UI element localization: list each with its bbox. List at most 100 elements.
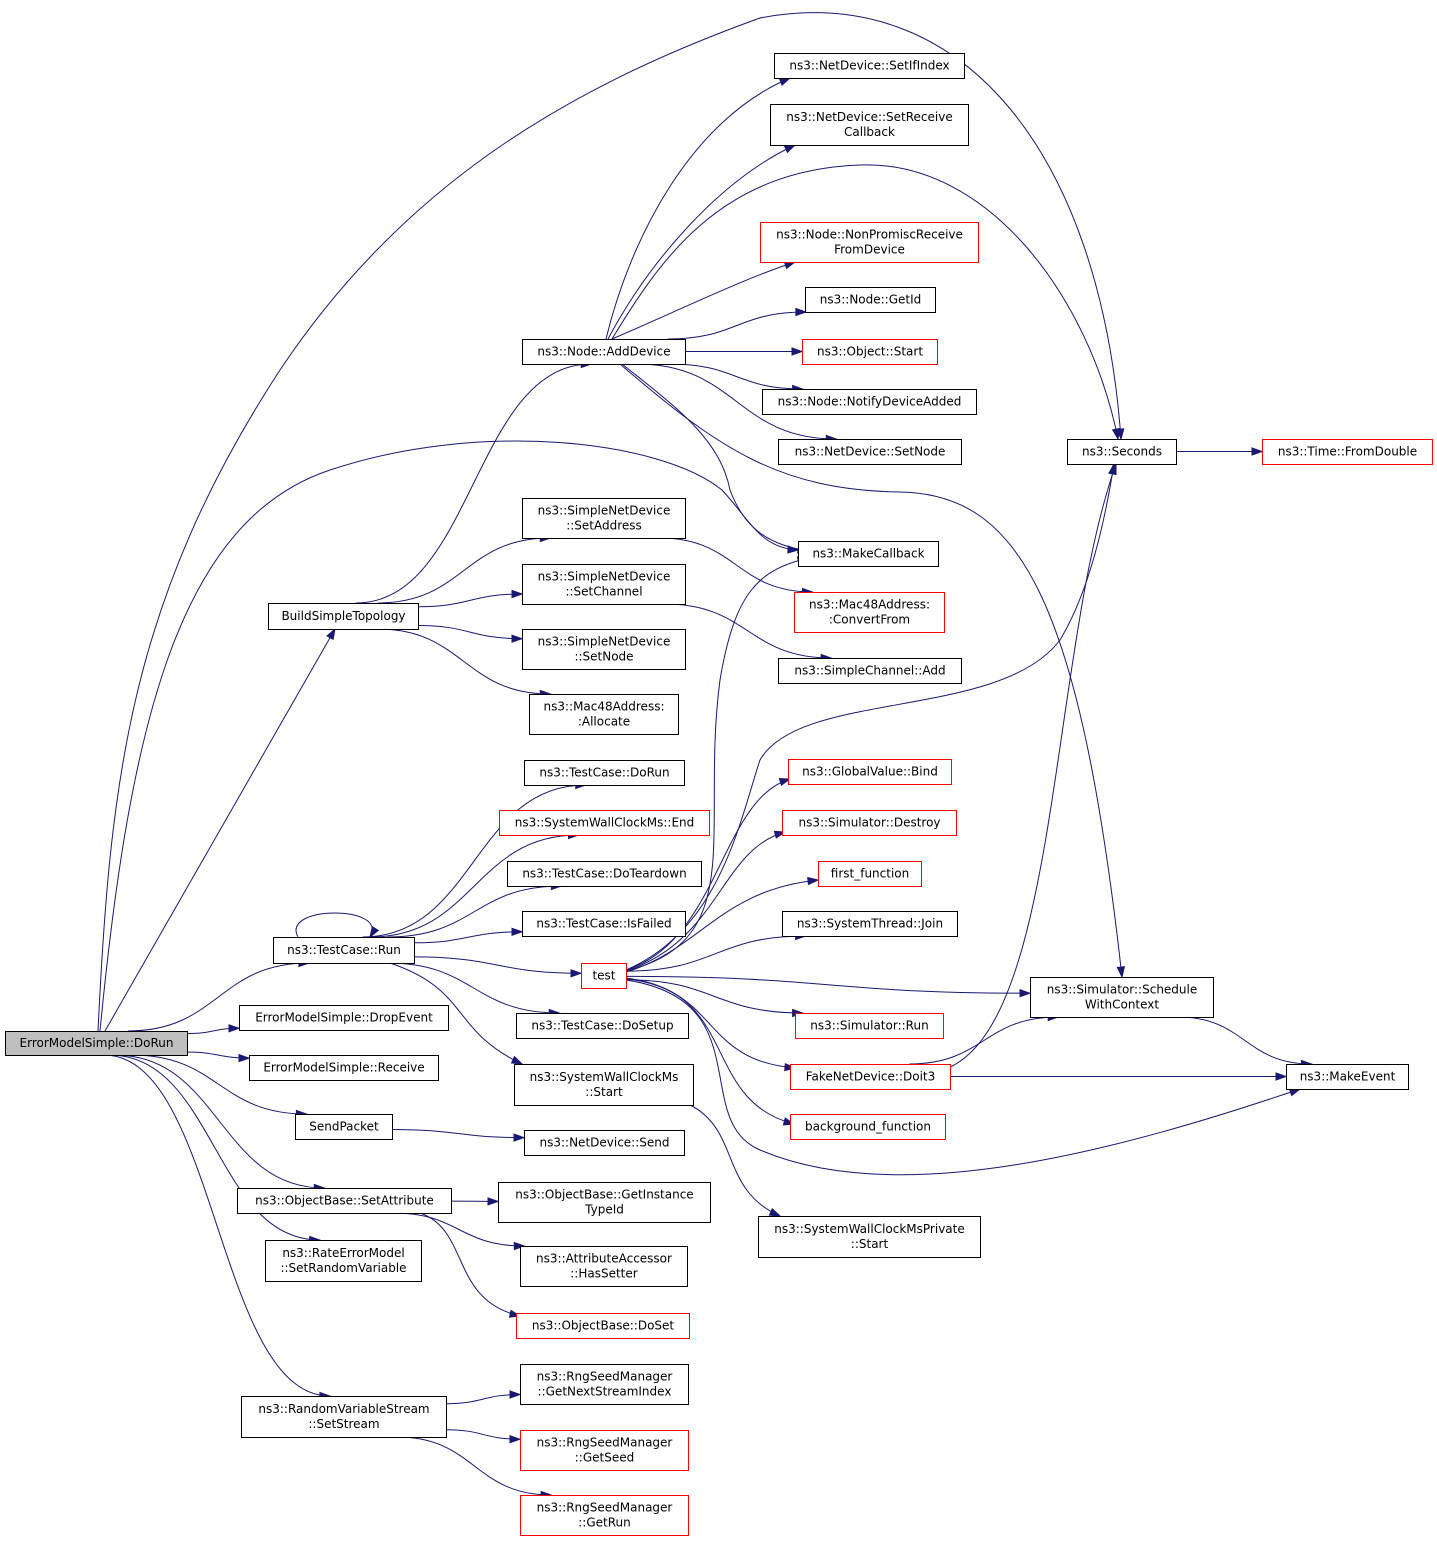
edge-tcRun-to-test — [413, 956, 583, 978]
edge-schedCtx-to-makeEvent — [1178, 1016, 1314, 1069]
node-ndSend[interactable]: ns3::NetDevice::Send — [524, 1130, 685, 1156]
node-tcFailed[interactable]: ns3::TestCase::IsFailed — [522, 911, 686, 937]
node-setNode[interactable]: ns3::NetDevice::SetNode — [778, 439, 962, 465]
edge-root-to-buildTopo — [104, 627, 336, 1032]
node-label: ns3::GlobalValue::Bind — [802, 765, 938, 779]
node-label: ns3::ObjectBase::GetInstance — [515, 1188, 693, 1202]
node-label: ErrorModelSimple::Receive — [263, 1061, 424, 1075]
node-label: ns3::NetDevice::SetIfIndex — [789, 59, 949, 73]
node-label: ns3::ObjectBase::DoSet — [532, 1319, 675, 1333]
node-objStart[interactable]: ns3::Object::Start — [802, 339, 938, 365]
node-rngNextStream[interactable]: ns3::RngSeedManager::GetNextStreamIndex — [520, 1364, 689, 1405]
edge-test-to-firstFn — [625, 876, 820, 973]
node-rngSeed[interactable]: ns3::RngSeedManager::GetSeed — [520, 1430, 689, 1471]
node-doSet[interactable]: ns3::ObjectBase::DoSet — [516, 1313, 690, 1339]
node-bgFn[interactable]: background_function — [790, 1114, 946, 1140]
node-label: ns3::Object::Start — [817, 345, 923, 359]
node-label: ::HasSetter — [570, 1267, 638, 1281]
node-setAttr[interactable]: ns3::ObjectBase::SetAttribute — [237, 1188, 452, 1214]
node-tcTeardown[interactable]: ns3::TestCase::DoTeardown — [507, 861, 702, 887]
node-rateErr[interactable]: ns3::RateErrorModel::SetRandomVariable — [265, 1240, 422, 1282]
node-macConv[interactable]: ns3::Mac48Address::ConvertFrom — [794, 592, 945, 633]
node-label: ns3::SimpleNetDevice — [538, 570, 671, 584]
node-swcpStart[interactable]: ns3::SystemWallClockMsPrivate::Start — [758, 1216, 981, 1258]
node-label: ns3::Mac48Address: — [809, 598, 930, 612]
node-label: ns3::Seconds — [1082, 445, 1162, 459]
node-rngRun[interactable]: ns3::RngSeedManager::GetRun — [520, 1495, 689, 1536]
node-label: BuildSimpleTopology — [281, 609, 405, 623]
node-label: ::SetAddress — [566, 519, 642, 533]
node-fromDouble[interactable]: ns3::Time::FromDouble — [1262, 439, 1433, 465]
node-hasSetter[interactable]: ns3::AttributeAccessor::HasSetter — [520, 1246, 688, 1287]
edge-addDevice-to-seconds — [611, 164, 1121, 441]
edge-test-to-simDestroy — [625, 830, 787, 972]
edge-addDevice-to-schedCtx — [619, 363, 1126, 979]
node-snSetNode[interactable]: ns3::SimpleNetDevice::SetNode — [522, 629, 686, 670]
node-label: ns3::NetDevice::SetReceive — [786, 110, 952, 124]
node-snSetChan[interactable]: ns3::SimpleNetDevice::SetChannel — [522, 564, 686, 605]
node-chanAdd[interactable]: ns3::SimpleChannel::Add — [778, 658, 962, 684]
node-label: ::SetRandomVariable — [280, 1261, 406, 1275]
edge-tcRun-to-tcFailed — [413, 927, 524, 944]
node-buildTopo[interactable]: BuildSimpleTopology — [268, 603, 419, 630]
node-label: ::GetRun — [578, 1516, 630, 1530]
node-addDevice[interactable]: ns3::Node::AddDevice — [522, 339, 686, 365]
node-label: ns3::MakeCallback — [812, 547, 924, 561]
edge-buildTopo-to-snSetChan — [417, 589, 524, 608]
node-label: FakeNetDevice::Doit3 — [806, 1070, 936, 1084]
edge-root-to-makeCb — [99, 440, 800, 1032]
node-label: ns3::Time::FromDouble — [1278, 445, 1417, 459]
node-seconds[interactable]: ns3::Seconds — [1067, 439, 1177, 465]
node-snSetAddr[interactable]: ns3::SimpleNetDevice::SetAddress — [522, 498, 686, 539]
edge-test-to-seconds — [625, 462, 1117, 971]
node-getId[interactable]: ns3::Node::GetId — [805, 287, 936, 313]
node-label: ::SetNode — [574, 650, 633, 664]
edge-addDevice-to-setIfIndex — [605, 77, 792, 340]
node-label: ns3::TestCase::Run — [287, 943, 401, 957]
node-swcEnd[interactable]: ns3::SystemWallClockMs::End — [499, 810, 710, 836]
node-label: ::Start — [851, 1237, 889, 1251]
node-label: ns3::SimpleChannel::Add — [794, 664, 945, 678]
node-fakeDoit[interactable]: FakeNetDevice::Doit3 — [790, 1064, 951, 1090]
node-firstFn[interactable]: first_function — [818, 861, 922, 887]
node-sysJoin[interactable]: ns3::SystemThread::Join — [782, 911, 958, 937]
node-dropEvent[interactable]: ErrorModelSimple::DropEvent — [239, 1005, 449, 1031]
edge-rvsSetStream-to-rngSeed — [445, 1429, 522, 1444]
node-makeEvent[interactable]: ns3::MakeEvent — [1286, 1064, 1409, 1090]
node-label: ns3::TestCase::DoRun — [539, 766, 669, 780]
node-receive[interactable]: ErrorModelSimple::Receive — [249, 1055, 439, 1081]
node-label: first_function — [831, 867, 909, 881]
node-label: ns3::Mac48Address: — [544, 700, 665, 714]
edge-addDevice-to-objStart — [685, 347, 804, 356]
node-label: WithContext — [1085, 998, 1160, 1012]
node-label: ns3::TestCase::IsFailed — [536, 917, 671, 931]
edge-fakeDoit-to-makeEvent — [949, 1072, 1288, 1081]
node-label: ns3::SimpleNetDevice — [538, 635, 671, 649]
node-macAlloc[interactable]: ns3::Mac48Address::Allocate — [529, 694, 679, 735]
node-tcRun[interactable]: ns3::TestCase::Run — [273, 937, 415, 964]
node-root[interactable]: ErrorModelSimple::DoRun — [5, 1031, 188, 1056]
node-notifyAdded[interactable]: ns3::Node::NotifyDeviceAdded — [762, 389, 977, 415]
edge-test-to-simRun — [625, 979, 805, 1018]
node-simDestroy[interactable]: ns3::Simulator::Destroy — [782, 810, 957, 836]
node-makeCb[interactable]: ns3::MakeCallback — [798, 541, 939, 567]
node-test[interactable]: test — [581, 963, 627, 989]
node-tcDoRun[interactable]: ns3::TestCase::DoRun — [524, 760, 685, 786]
node-setIfIndex[interactable]: ns3::NetDevice::SetIfIndex — [774, 53, 965, 79]
node-label: ns3::Node::AddDevice — [537, 345, 670, 359]
node-tcSetup[interactable]: ns3::TestCase::DoSetup — [516, 1013, 689, 1039]
edge-tcRun-to-swcStart — [389, 962, 524, 1065]
node-simRun[interactable]: ns3::Simulator::Run — [795, 1013, 944, 1039]
edge-rvsSetStream-to-rngNextStream — [445, 1390, 522, 1405]
node-sendPacket[interactable]: SendPacket — [295, 1114, 393, 1140]
node-gvBind[interactable]: ns3::GlobalValue::Bind — [788, 759, 952, 785]
node-label: ::GetSeed — [575, 1451, 634, 1465]
node-rvsSetStream[interactable]: ns3::RandomVariableStream::SetStream — [241, 1396, 447, 1438]
edge-fakeDoit-to-seconds — [947, 462, 1117, 1069]
node-swcStart[interactable]: ns3::SystemWallClockMs::Start — [514, 1064, 694, 1106]
